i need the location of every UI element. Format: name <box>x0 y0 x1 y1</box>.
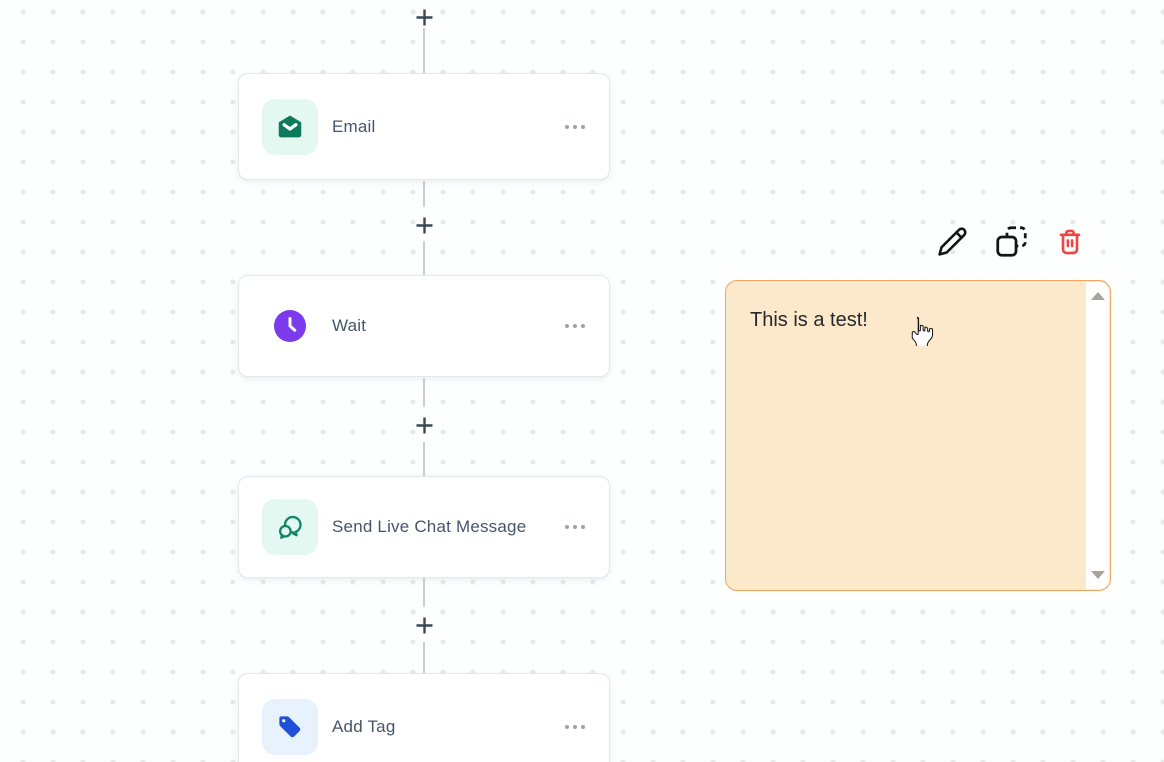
node-label: Wait <box>332 316 367 335</box>
connector-line <box>423 378 425 407</box>
email-open-icon <box>262 98 318 155</box>
connector-line <box>423 442 425 477</box>
tag-icon <box>262 698 318 755</box>
connector-line <box>423 241 425 276</box>
add-step-button[interactable] <box>409 210 439 240</box>
ellipsis-icon <box>565 724 569 729</box>
node-label: Email <box>332 116 376 136</box>
connector-line <box>423 181 425 207</box>
node-label: Send Live Chat Message <box>332 517 527 536</box>
plus-icon <box>416 417 432 433</box>
add-step-button[interactable] <box>409 410 439 440</box>
flow-node-add-tag[interactable]: Add Tag <box>238 673 610 762</box>
connector-line <box>423 578 425 607</box>
note-scrollbar[interactable] <box>1086 282 1109 589</box>
connector-line <box>423 642 425 674</box>
add-step-button[interactable] <box>409 610 439 640</box>
node-menu-button[interactable] <box>565 119 585 135</box>
duplicate-note-button[interactable] <box>995 225 1028 258</box>
node-menu-button[interactable] <box>565 719 585 735</box>
note-text[interactable]: This is a test! <box>750 309 868 331</box>
plus-icon <box>416 617 432 633</box>
live-chat-icon <box>262 499 318 555</box>
edit-note-button[interactable] <box>937 226 968 257</box>
plus-icon <box>416 217 432 233</box>
note-toolbar <box>937 225 1085 258</box>
add-step-button[interactable] <box>409 2 439 32</box>
node-label: Add Tag <box>332 716 396 736</box>
connector-line <box>423 28 425 73</box>
ellipsis-icon <box>565 324 569 328</box>
sticky-note[interactable]: This is a test! <box>725 280 1111 591</box>
triangle-up-icon[interactable] <box>1090 292 1105 300</box>
pencil-icon <box>938 227 967 256</box>
copy-icon <box>996 226 1027 257</box>
clock-icon <box>262 298 318 354</box>
ellipsis-icon <box>565 525 569 529</box>
delete-note-button[interactable] <box>1055 227 1085 257</box>
triangle-down-icon[interactable] <box>1090 571 1105 579</box>
trash-icon <box>1059 229 1081 254</box>
flow-node-send-live-chat-message[interactable]: Send Live Chat Message <box>238 476 610 578</box>
ellipsis-icon <box>565 124 569 129</box>
node-menu-button[interactable] <box>565 519 585 535</box>
flow-node-email[interactable]: Email <box>238 73 610 180</box>
plus-icon <box>416 9 432 25</box>
node-menu-button[interactable] <box>565 318 585 334</box>
flow-node-wait[interactable]: Wait <box>238 275 610 377</box>
